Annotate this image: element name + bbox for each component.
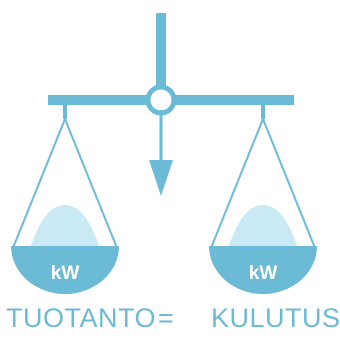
arrow-down-icon	[149, 110, 173, 196]
caption-equals: =	[158, 303, 175, 333]
pivot-ring-icon	[145, 84, 177, 116]
left-pan-load	[30, 205, 100, 248]
right-pan-label: kW	[249, 263, 278, 284]
left-pan-label: kW	[51, 263, 80, 284]
left-hanger	[63, 105, 67, 119]
right-pan-strings	[210, 118, 316, 249]
caption-right: KULUTUS	[211, 303, 340, 333]
left-pan	[11, 246, 119, 294]
right-pan	[209, 246, 317, 294]
right-hanger	[261, 105, 265, 119]
right-pan-load	[228, 205, 298, 248]
left-pan-strings	[12, 118, 118, 249]
scale-mast	[156, 13, 166, 91]
caption-left: TUOTANTO	[6, 303, 156, 333]
caption-row: TUOTANTO = KULUTUS	[0, 303, 340, 343]
